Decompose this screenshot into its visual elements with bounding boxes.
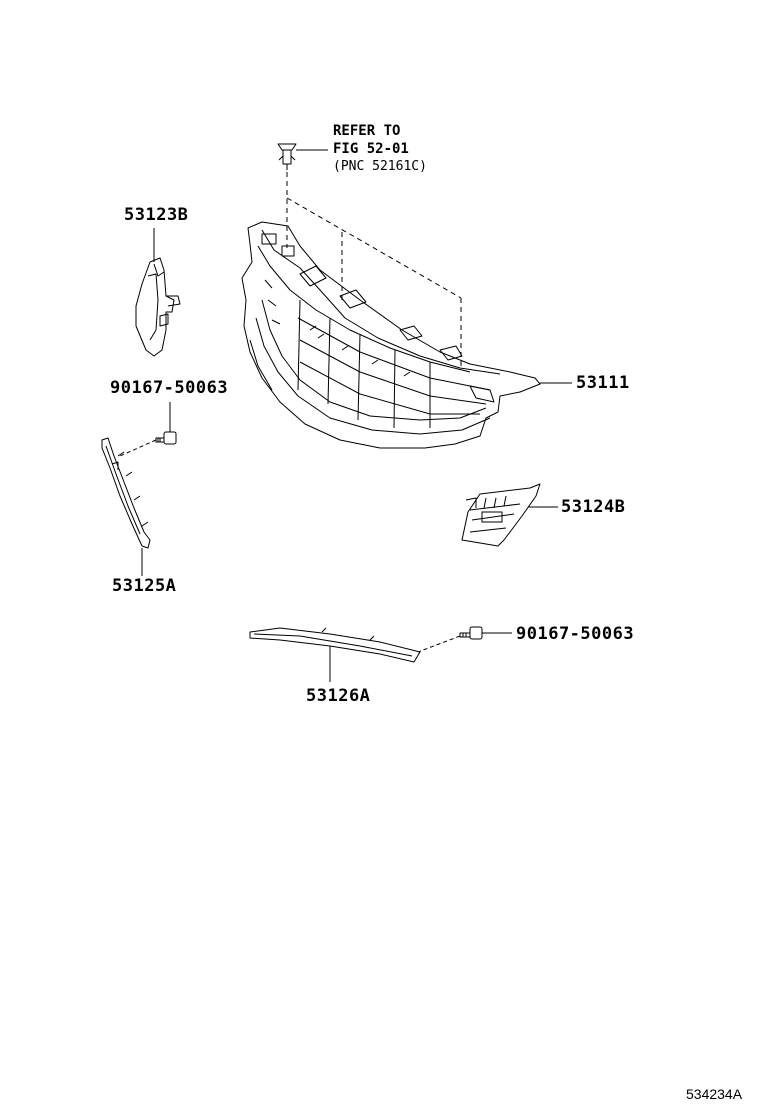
screw-left — [155, 431, 177, 445]
part-label-90167-left: 90167-50063 — [110, 378, 229, 398]
figure-id: 534234A — [686, 1086, 743, 1102]
molding-53126A — [249, 627, 421, 663]
refer-note-line2: FIG 52-01 — [333, 141, 409, 157]
screw-right — [459, 626, 483, 640]
part-label-53126A: 53126A — [306, 686, 371, 706]
molding-53125A — [101, 437, 151, 549]
part-label-53123B: 53123B — [124, 205, 189, 225]
bracket-53123B — [135, 257, 181, 357]
push-rivet-clip — [277, 143, 297, 170]
radiator-grille-53111 — [241, 221, 541, 449]
dashed-screw-right — [417, 635, 461, 653]
part-label-90167-right: 90167-50063 — [516, 624, 635, 644]
dashed-screw-left — [119, 439, 157, 457]
bracket-53124B — [461, 483, 541, 547]
refer-note-line3: (PNC 52161C) — [333, 159, 427, 174]
refer-note: REFER TO FIG 52-01 (PNC 52161C) — [333, 122, 427, 176]
dashed-reference-lines — [286, 172, 462, 370]
part-label-53124B: 53124B — [561, 497, 626, 517]
part-label-53111: 53111 — [576, 373, 630, 393]
part-label-53125A: 53125A — [112, 576, 177, 596]
refer-note-line1: REFER TO — [333, 123, 401, 139]
